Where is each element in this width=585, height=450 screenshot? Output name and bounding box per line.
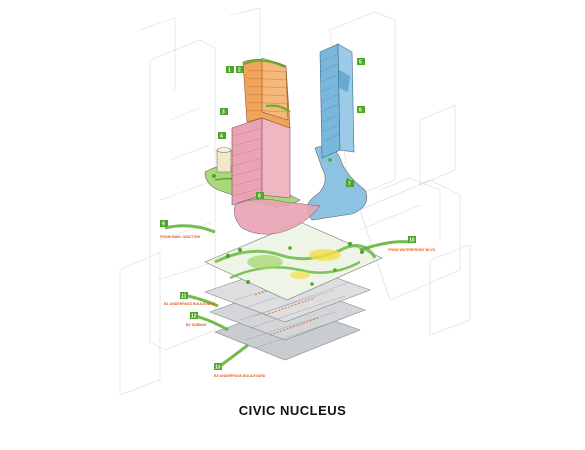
annotation-labels: FROM MAIN JUNCTION FROM WATERFRONT BLVD … [160, 235, 436, 378]
svg-text:1: 1 [228, 68, 231, 74]
tower-east [319, 43, 355, 159]
badge: 12 [190, 312, 198, 320]
badge: 8 [256, 192, 264, 200]
landscape-ground-plane [204, 221, 383, 301]
podium-blue-wing [306, 146, 368, 221]
svg-text:10: 10 [409, 238, 415, 244]
badge: 1 [226, 66, 234, 74]
svg-text:12: 12 [191, 314, 197, 320]
tower-east-side [337, 43, 355, 153]
svg-text:13: 13 [215, 365, 221, 371]
svg-text:8: 8 [258, 194, 261, 200]
access-ribbons [164, 224, 411, 368]
badge: 7 [346, 180, 354, 188]
diagram-caption: CIVIC NUCLEUS [238, 403, 347, 418]
label-lower-1: B1 UNDERPASS BOULEVARD [164, 302, 216, 306]
svg-text:4: 4 [220, 134, 223, 140]
svg-text:6: 6 [359, 108, 362, 114]
svg-text:2: 2 [238, 68, 241, 74]
badge: 13 [214, 363, 222, 371]
pavilion [216, 149, 232, 173]
label-lower-3: B3 UNDERPASS BOULEVARD [214, 374, 266, 378]
svg-text:5: 5 [359, 60, 362, 66]
label-from-west: FROM MAIN JUNCTION [160, 235, 201, 239]
label-from-east: FROM WATERFRONT BLVD [388, 248, 436, 252]
callout-badges: 1 2 3 4 5 6 7 8 9 10 11 12 13 [160, 58, 416, 371]
badge: 5 [357, 58, 365, 66]
badge: 6 [357, 106, 365, 114]
svg-text:9: 9 [162, 222, 165, 228]
badge: 3 [220, 108, 228, 116]
tower-west [231, 57, 291, 206]
badge: 10 [408, 236, 416, 244]
svg-text:11: 11 [181, 294, 187, 300]
label-lower-2: B2 SUBWAY [186, 323, 208, 327]
badge: 9 [160, 220, 168, 228]
svg-text:3: 3 [222, 110, 225, 116]
badge: 2 [236, 66, 244, 74]
badge: 4 [218, 132, 226, 140]
context-linework [119, 7, 471, 396]
podium-pink-bridge [234, 198, 321, 235]
badge: 11 [180, 292, 188, 300]
svg-text:7: 7 [348, 182, 351, 188]
